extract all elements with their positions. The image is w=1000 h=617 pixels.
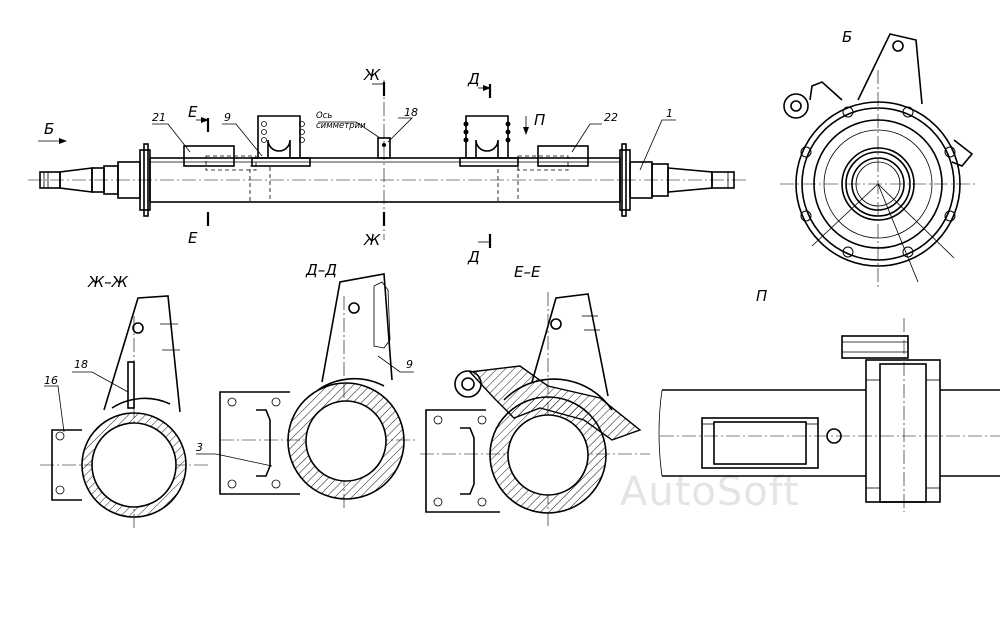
symmetry-note-line2: симметрии — [316, 121, 366, 131]
callout-16: 16 — [44, 374, 58, 387]
view-p-title: П — [756, 287, 767, 305]
section-zh-zh — [40, 295, 210, 530]
callout-21: 21 — [152, 111, 166, 124]
section-d-top-label: Д — [467, 70, 480, 88]
symmetry-note-line1: Ось — [316, 111, 332, 121]
view-arrow-b-label: Б — [44, 120, 54, 138]
view-b-title: Б — [842, 28, 852, 46]
section-e-e-title: Е–Е — [514, 263, 541, 281]
view-arrow-p-label: П — [534, 111, 545, 129]
section-d-bottom-label: Д — [467, 248, 480, 266]
callout-9-dd: 9 — [406, 358, 413, 371]
end-view-b — [780, 33, 975, 290]
callout-1: 1 — [666, 107, 673, 120]
view-p — [658, 318, 1000, 512]
section-zh-top-label: Ж — [363, 66, 381, 84]
callout-9: 9 — [224, 111, 231, 124]
section-zh-zh-title: Ж–Ж — [87, 273, 129, 291]
section-d-d-title: Д–Д — [305, 261, 337, 279]
callout-22: 22 — [604, 111, 618, 124]
section-e-top-label: Е — [188, 103, 198, 121]
section-e-bottom-label: Е — [188, 229, 198, 247]
section-d-d — [196, 273, 418, 510]
section-zh-bottom-label: Ж — [363, 231, 381, 249]
section-e-e — [420, 292, 650, 526]
callout-18-zh: 18 — [74, 358, 88, 371]
main-axle-view — [28, 80, 748, 248]
callout-3: 3 — [196, 441, 203, 454]
callout-18: 18 — [404, 106, 418, 119]
